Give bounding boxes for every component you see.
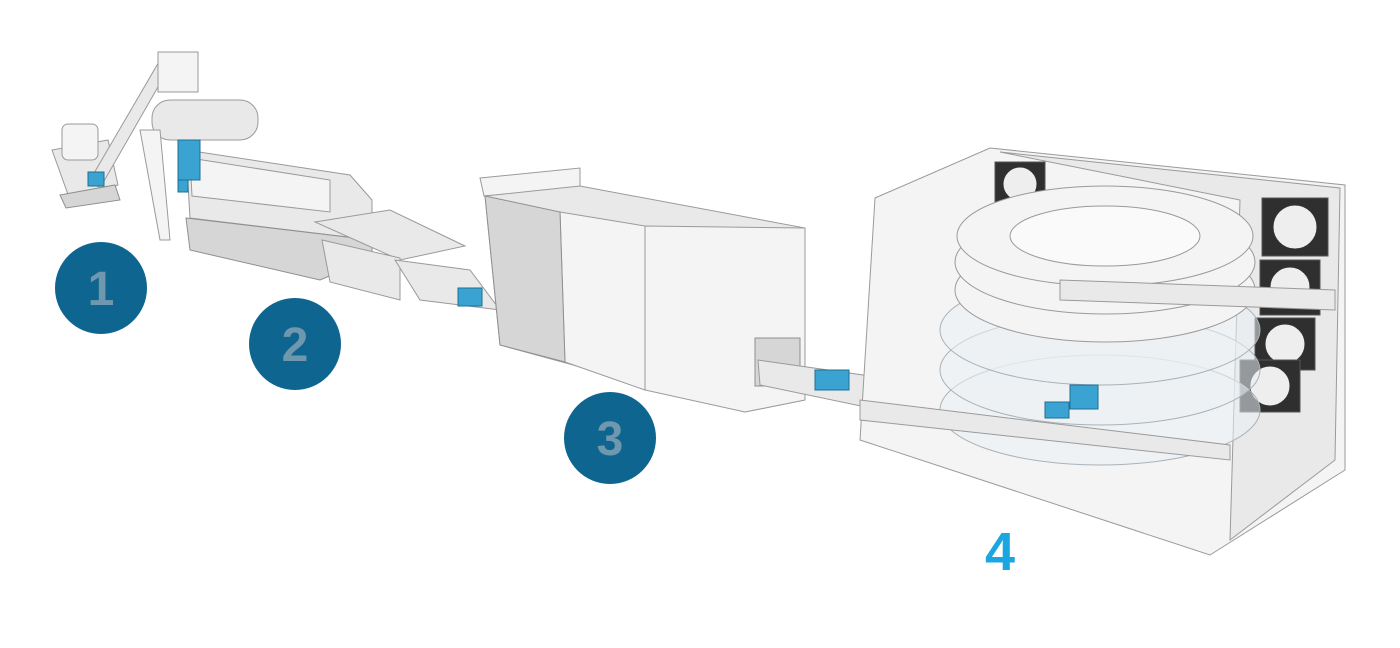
cooker-machine — [139, 51, 467, 301]
conveyor-1 — [394, 259, 502, 311]
step-1-badge: 1 — [55, 242, 147, 334]
step-2-number: 2 — [282, 319, 309, 372]
motor-icon — [87, 171, 105, 187]
spiral-freezer — [859, 147, 1346, 556]
dryer-machine — [479, 167, 806, 413]
step-4-number: 4 — [985, 522, 1015, 582]
step-1-number: 1 — [88, 263, 115, 316]
step-3-number: 3 — [597, 413, 624, 466]
motor-icon — [177, 139, 201, 181]
motor-icon — [457, 287, 483, 307]
fan-icon — [994, 161, 1329, 413]
motor-icon — [1069, 384, 1099, 410]
step-2-badge: 2 — [249, 298, 341, 390]
motor-icon — [814, 369, 850, 391]
mixer-machine — [51, 59, 171, 209]
step-3-badge: 3 — [564, 392, 656, 484]
